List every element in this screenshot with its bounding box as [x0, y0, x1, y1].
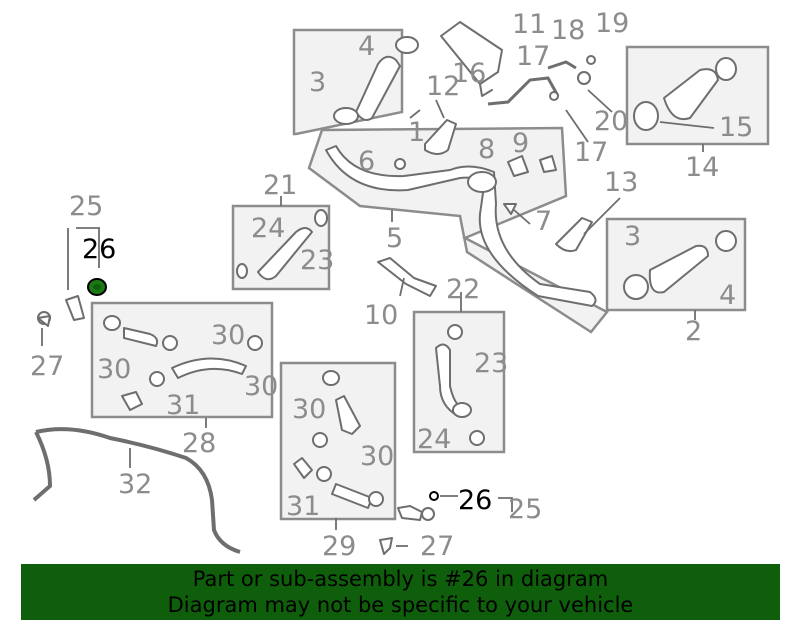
callout-7: 7	[535, 206, 552, 237]
callout-30d: 30	[292, 394, 326, 425]
callout-4b: 4	[719, 280, 736, 311]
callout-27: 27	[30, 351, 64, 382]
fitting-25-right-part	[397, 505, 435, 521]
callout-16: 16	[452, 58, 486, 89]
bolt-27-left-part	[37, 315, 51, 327]
callout-17: 17	[516, 41, 550, 72]
charge-pipe-5-part	[325, 145, 597, 307]
callout-10: 10	[364, 300, 398, 331]
callout-20: 20	[594, 106, 628, 137]
callout-3: 3	[309, 67, 326, 98]
callout-18: 18	[551, 15, 585, 46]
callout-19: 19	[595, 8, 629, 39]
callout-24: 24	[251, 213, 285, 244]
callout-15: 15	[719, 112, 753, 143]
part-26-right	[429, 491, 439, 501]
callout-4: 4	[358, 31, 375, 62]
callout-6: 6	[358, 146, 375, 177]
callout-29: 29	[322, 531, 356, 562]
callout-32: 32	[118, 469, 152, 500]
callout-11: 11	[512, 9, 546, 40]
callout-21: 21	[263, 170, 297, 201]
hose-21-part	[236, 209, 328, 281]
screw-19-part	[586, 55, 596, 65]
bracket-13-part	[555, 217, 593, 253]
pipe-18-part	[547, 60, 577, 70]
callout-8: 8	[478, 134, 495, 165]
callout-23b: 23	[474, 348, 508, 379]
bracket-12-part	[424, 119, 457, 155]
callout-14: 14	[685, 152, 719, 183]
bolt-7-part	[503, 203, 517, 215]
callout-17b: 17	[574, 137, 608, 168]
hose-2-part	[623, 230, 737, 300]
callout-30e: 30	[360, 441, 394, 472]
callout-25b: 25	[508, 494, 542, 525]
callout-30c: 30	[244, 371, 278, 402]
bolt-27-right-part	[379, 537, 393, 555]
leader-lines	[41, 89, 715, 547]
callout-23: 23	[300, 245, 334, 276]
cover-11-part	[440, 21, 503, 85]
sensor-9-part	[539, 155, 557, 173]
bracket-10-part	[377, 257, 437, 297]
callout-5: 5	[386, 223, 403, 254]
banner-line-1: Part or sub-assembly is #26 in diagram	[192, 567, 609, 591]
callout-1: 1	[408, 117, 425, 148]
callout-12: 12	[426, 71, 460, 102]
callout-2: 2	[685, 316, 702, 347]
part-26-highlighted	[87, 278, 107, 296]
hose-32-part	[32, 427, 241, 554]
callout-26-right: 26	[458, 485, 492, 516]
callout-28: 28	[182, 428, 216, 459]
callout-13: 13	[604, 167, 638, 198]
callout-3b: 3	[624, 221, 641, 252]
callout-30b: 30	[97, 354, 131, 385]
pipe-16-part	[487, 76, 560, 106]
callout-24b: 24	[417, 424, 451, 455]
callout-22: 22	[446, 274, 480, 305]
info-banner: Part or sub-assembly is #26 in diagram D…	[21, 564, 780, 620]
callout-31b: 31	[286, 491, 320, 522]
cover-11-tab	[479, 83, 493, 97]
clip-17-part	[549, 91, 559, 101]
callout-30: 30	[211, 320, 245, 351]
callout-25: 25	[69, 191, 103, 222]
hose-group-28-part	[103, 315, 263, 411]
sensor-8-part	[507, 155, 529, 177]
hose-22-part	[435, 324, 485, 446]
callout-31: 31	[166, 390, 200, 421]
clamp-20-part	[577, 71, 591, 85]
callout-9: 9	[512, 128, 529, 159]
hose-group-29-part	[293, 370, 384, 509]
hose-1-part	[333, 36, 419, 125]
hose-15-part	[633, 57, 737, 131]
banner-line-2: Diagram may not be specific to your vehi…	[167, 593, 634, 617]
callout-27b: 27	[420, 531, 454, 562]
callout-26-highlighted: 26	[82, 234, 116, 265]
